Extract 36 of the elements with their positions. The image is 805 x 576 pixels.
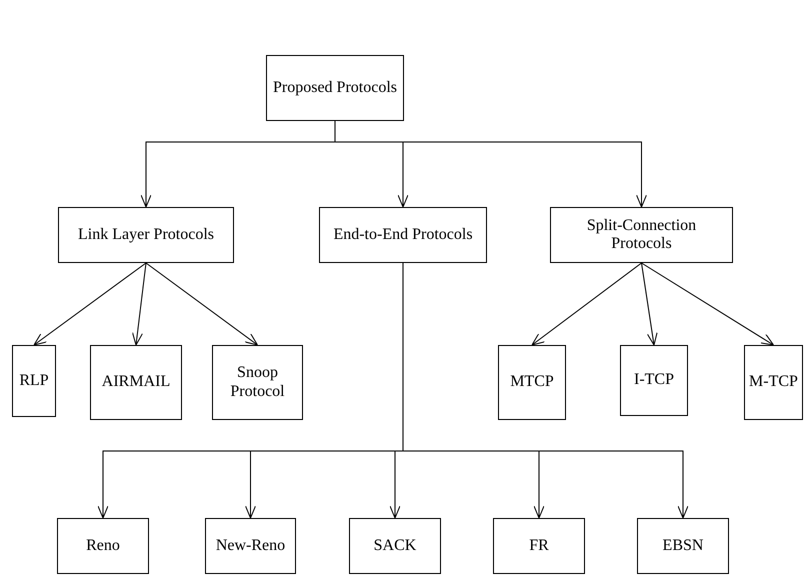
protocol-box <box>620 345 688 416</box>
protocol-name: FR <box>528 536 550 556</box>
protocol-box <box>266 55 404 121</box>
protocol-box <box>12 345 56 417</box>
protocol-name: Link Layer Protocols <box>77 226 215 244</box>
protocol-box <box>57 518 149 574</box>
protocol-name: End-to-End Protocols <box>332 226 474 244</box>
protocol-box <box>90 345 182 420</box>
protocol-box <box>550 207 733 263</box>
arrow <box>34 262 146 346</box>
arrow <box>641 262 658 346</box>
protocol-name: EBSN <box>662 536 704 556</box>
arrow <box>146 262 258 346</box>
protocol-name: RLP <box>18 372 50 390</box>
protocol-name: AIRMAIL <box>100 373 172 392</box>
arrow <box>132 262 146 346</box>
protocol-box <box>637 518 729 574</box>
protocol-name: MTCP <box>509 373 555 392</box>
protocol-name: I-TCP <box>633 371 675 390</box>
protocol-box <box>744 345 803 420</box>
protocol-box <box>212 345 303 420</box>
protocol-name: New-Reno <box>214 536 286 556</box>
protocol-name: Reno <box>85 536 121 556</box>
protocol-name: Snoop Protocol <box>229 364 286 401</box>
protocol-box <box>493 518 585 574</box>
protocol-box <box>58 207 234 263</box>
protocol-name: Split-Connection Protocols <box>586 216 698 254</box>
protocol-name: Proposed Protocols <box>272 78 398 98</box>
protocol-box <box>349 518 441 574</box>
protocol-name: SACK <box>372 536 418 556</box>
protocol-box <box>498 345 566 420</box>
arrow <box>532 262 642 346</box>
arrow <box>641 262 774 346</box>
protocol-box <box>205 518 296 574</box>
protocol-box <box>319 207 487 263</box>
protocol-name: M-TCP <box>748 373 799 392</box>
